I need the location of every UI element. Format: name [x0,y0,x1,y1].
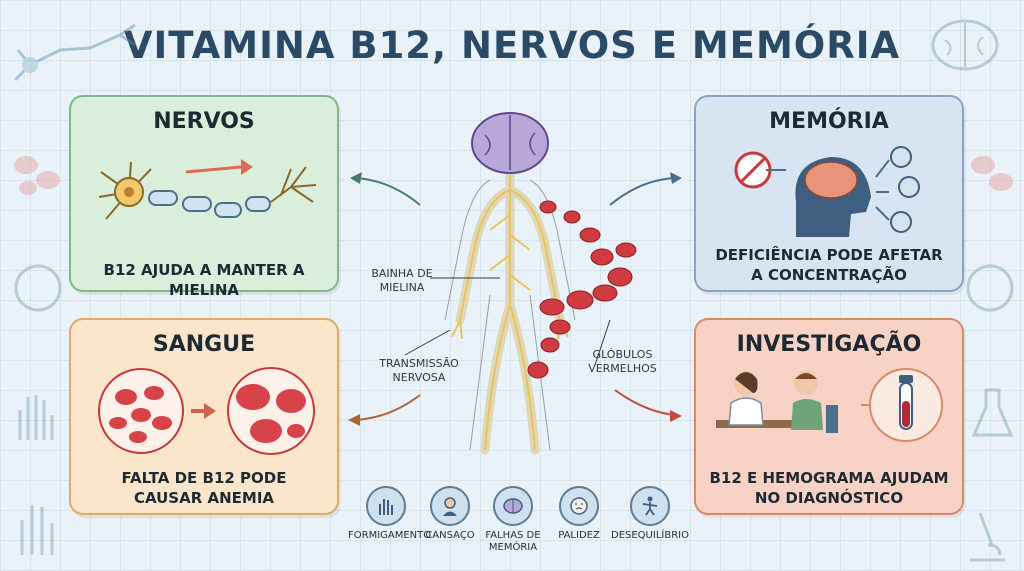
symptom-label-line2: MEMÓRIA [488,542,538,553]
doctor-patient-illustration [716,368,943,442]
symptom-label: FORMIGAMENTO [348,530,432,541]
memoria-panel: MEMÓRIA DEFICIÊNCIA PODE AFETAR A CONCEN… [694,95,964,292]
connector-arrows [348,172,682,426]
microscope-decoration-icon [970,512,1005,562]
callout-globulos: GLÓBULOS VERMELHOS [580,348,665,376]
red-blood-cells-stream [527,200,637,379]
flask-decoration-icon [971,388,1014,437]
brain-icon [493,486,533,526]
neuron-myelin-illustration [98,159,317,220]
callout-globulos-line1: GLÓBULOS [592,348,653,361]
sangue-caption-line1: FALTA DE B12 PODE [121,469,287,487]
symptom-falhas-memoria: FALHAS DE MEMÓRIA [480,486,546,554]
callout-bainha: BAINHA DE MIELINA [362,267,442,295]
memoria-caption-line2: A CONCENTRAÇÃO [751,266,907,284]
hand-decoration-icon [20,505,54,555]
callout-bainha-line2: MIELINA [379,281,425,294]
symptom-palidez: PALIDEZ [548,486,610,542]
investigacao-caption-line2: NO DIAGNÓSTICO [754,489,904,507]
tired-person-icon [430,486,470,526]
sangue-heading: SANGUE [152,332,256,357]
sangue-panel: SANGUE FALTA DE B12 PODE CAUSAR ANEMIA [69,318,339,515]
symptom-cansaco: CANSAÇO [422,486,478,542]
callout-bainha-line1: BAINHA DE [371,267,433,280]
neuron-decoration-icon [13,23,136,82]
blood-cell-decoration-icon [14,156,60,195]
blood-cells-illustration [98,367,315,455]
sangue-caption-line2: CAUSAR ANEMIA [133,489,275,507]
page-title: VITAMINA B12, NERVOS E MEMÓRIA [123,24,901,67]
nervos-heading: NERVOS [153,109,255,134]
nervous-system-body-illustration [444,112,576,455]
symptom-label: CANSAÇO [425,530,475,541]
head-decoration-icon [966,264,1014,312]
nervos-caption: B12 AJUDA A MANTER A MIELINA [103,261,305,299]
head-brain-illustration [734,146,920,237]
hand-decoration-icon [18,395,54,440]
symptom-label-line1: FALHAS DE [485,530,541,541]
symptom-formigamento: FORMIGAMENTO [348,486,432,542]
pale-face-icon [559,486,599,526]
blood-cell-decoration-icon [971,156,1013,191]
callout-transmissao-line1: TRANSMISSÃO [379,357,459,370]
nervos-panel: NERVOS B12 AJUDA A MANTER A MIELINA [69,95,339,299]
balance-icon [630,486,670,526]
investigacao-panel: INVESTIGAÇÃO B12 E HEMOGRAMA AJUDAM NO D… [694,318,964,515]
symptom-desequilibrio: DESEQUILÍBRIO [610,486,690,542]
symptom-label: DESEQUILÍBRIO [611,530,689,541]
head-decoration-icon [14,264,62,312]
investigacao-heading: INVESTIGAÇÃO [736,332,922,357]
hand-tingling-icon [366,486,406,526]
memoria-caption-line1: DEFICIÊNCIA PODE AFETAR [715,246,943,264]
callout-globulos-line2: VERMELHOS [588,362,657,375]
symptom-label: PALIDEZ [558,530,600,541]
investigacao-caption-line1: B12 E HEMOGRAMA AJUDAM [709,469,949,487]
memoria-heading: MEMÓRIA [769,109,889,134]
brain-decoration-icon [931,19,999,71]
callout-transmissao: TRANSMISSÃO NERVOSA [374,357,464,385]
callout-transmissao-line2: NERVOSA [392,371,446,384]
